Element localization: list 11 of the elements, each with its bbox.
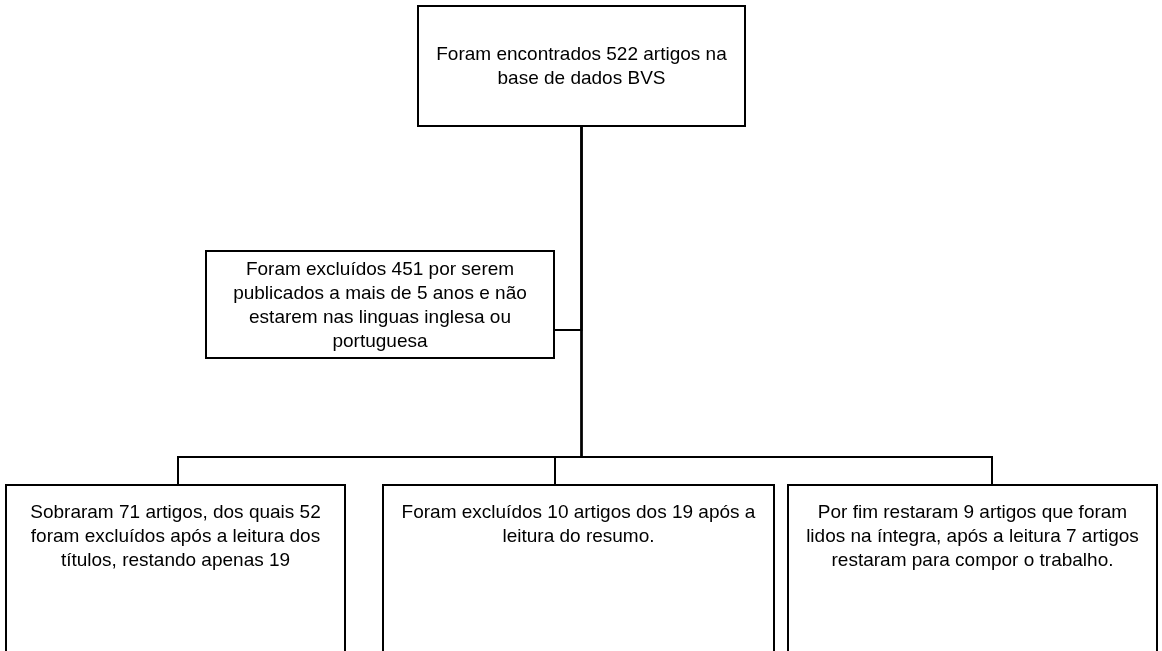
process-box bbox=[417, 5, 746, 127]
box-text: Foram excluídos 451 por serem publicados a mais de 5 anos e não estarem nas linguas inglesa ou portuguesa bbox=[232, 256, 528, 353]
box-text: Sobraram 71 artigos, dos quais 52 foram excluídos após a leitura dos títulos, restando apenas 19 bbox=[29, 500, 322, 572]
process-box bbox=[787, 484, 1158, 651]
box-text: Foram excluídos 10 artigos dos 19 após a leitura do resumo. bbox=[400, 500, 757, 548]
process-box bbox=[205, 250, 555, 359]
process-box bbox=[382, 484, 775, 651]
box-text: Foram encontrados 522 artigos na base de dados BVS bbox=[435, 42, 728, 90]
box-text: Por fim restaram 9 artigos que foram lidos na íntegra, após a leitura 7 artigos restaram para compor o trabalho. bbox=[805, 500, 1140, 572]
connector-line bbox=[580, 126, 993, 485]
process-box bbox=[5, 484, 346, 651]
